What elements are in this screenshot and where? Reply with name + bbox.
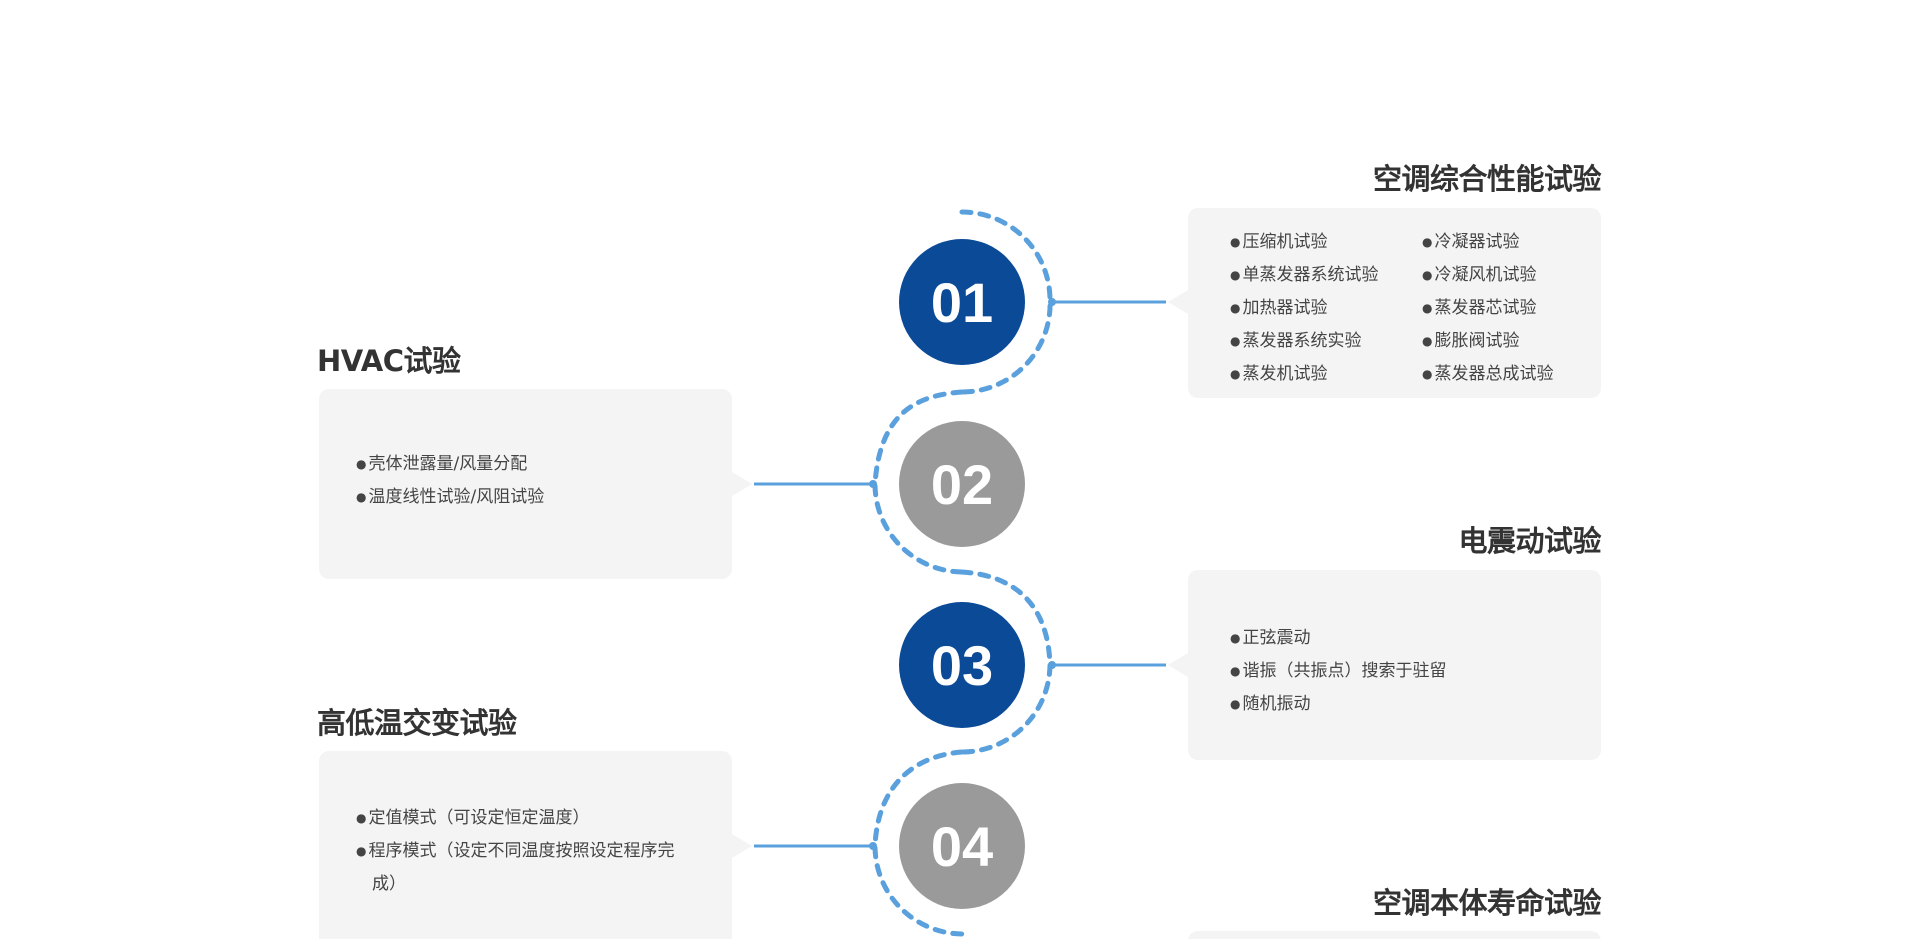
item-list-temperature-cycling: 定值模式（可设定恒定温度） 程序模式（设定不同温度按照设定程序完成）	[356, 802, 692, 900]
list-item: 冷凝器试验	[1422, 226, 1582, 259]
list-item: 正弦震动	[1230, 622, 1446, 655]
section-title-aircon-performance: 空调综合性能试验	[1372, 162, 1602, 196]
list-item: 冷凝风机试验	[1422, 259, 1582, 292]
list-item: 程序模式（设定不同温度按照设定程序完成）	[356, 835, 692, 900]
list-item: 加热器试验	[1230, 292, 1422, 325]
section-title-hvac: HVAC试验	[317, 344, 461, 378]
dashed-arc-02	[872, 389, 965, 575]
step-circle-01: 01	[899, 239, 1025, 365]
list-item: 单蒸发器系统试验	[1230, 259, 1422, 292]
section-title-vibration: 电震动试验	[1458, 524, 1601, 558]
card-pointer	[732, 472, 752, 496]
dot-02	[869, 480, 877, 488]
list-item: 定值模式（可设定恒定温度）	[356, 802, 692, 835]
list-item: 蒸发机试验	[1230, 358, 1422, 391]
step-circle-02: 02	[899, 421, 1025, 547]
dot-04	[869, 842, 877, 850]
card-pointer	[1168, 290, 1188, 314]
item-list-vibration: 正弦震动 谐振（共振点）搜索于驻留 随机振动	[1230, 622, 1446, 721]
dashed-arc-04	[872, 749, 965, 937]
list-item: 蒸发器总成试验	[1422, 358, 1582, 391]
list-item: 蒸发器系统实验	[1230, 325, 1422, 358]
card-aircon-lifespan	[1188, 931, 1601, 939]
list-item: 压缩机试验	[1230, 226, 1422, 259]
step-circle-03: 03	[899, 602, 1025, 728]
list-item: 蒸发器芯试验	[1422, 292, 1582, 325]
dot-01	[1048, 298, 1056, 306]
item-list-aircon-performance: 压缩机试验 冷凝器试验 单蒸发器系统试验 冷凝风机试验 加热器试验 蒸发器芯试验…	[1230, 226, 1582, 391]
dashed-arc-03	[959, 569, 1053, 755]
dashed-arc-01	[959, 209, 1053, 395]
section-title-temperature-cycling: 高低温交变试验	[317, 706, 517, 740]
section-title-aircon-lifespan: 空调本体寿命试验	[1372, 886, 1602, 920]
step-circle-04: 04	[899, 783, 1025, 909]
card-pointer	[1168, 653, 1188, 677]
list-item: 壳体泄露量/风量分配	[356, 448, 544, 481]
card-pointer	[732, 834, 752, 858]
list-item: 温度线性试验/风阻试验	[356, 481, 544, 514]
dot-03	[1048, 661, 1056, 669]
list-item: 膨胀阀试验	[1422, 325, 1582, 358]
list-item: 随机振动	[1230, 688, 1446, 721]
item-list-hvac: 壳体泄露量/风量分配 温度线性试验/风阻试验	[356, 448, 544, 514]
list-item: 谐振（共振点）搜索于驻留	[1230, 655, 1446, 688]
